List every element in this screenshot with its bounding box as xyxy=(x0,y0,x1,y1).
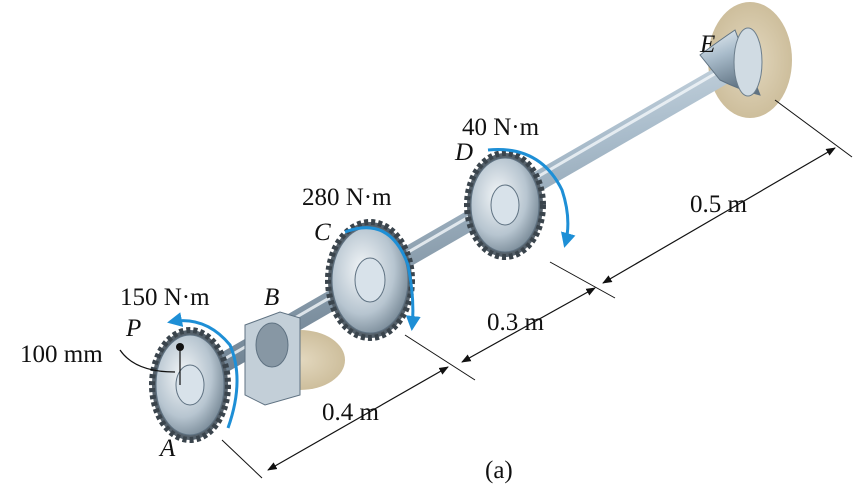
point-label-p: P xyxy=(125,315,141,342)
dim-label-de: 0.5 m xyxy=(690,191,748,218)
point-label-b: B xyxy=(264,284,279,311)
torque-arrow-c xyxy=(344,226,421,331)
figure-caption: (a) xyxy=(485,457,513,484)
dim-line-cd xyxy=(461,287,596,363)
torque-label-d: 40 N·m xyxy=(462,114,540,141)
radius-leader xyxy=(119,349,176,373)
bearing-b-hole xyxy=(255,322,289,368)
ext-line-c xyxy=(404,334,476,381)
ext-line-a xyxy=(221,439,263,479)
dim-label-ab: 0.4 m xyxy=(322,399,380,426)
point-label-a: A xyxy=(158,435,176,462)
ext-line-d xyxy=(549,261,616,299)
torque-label-a: 150 N·m xyxy=(120,284,210,311)
gear-d xyxy=(464,150,546,260)
gear-a xyxy=(149,327,231,443)
dim-line-de xyxy=(602,147,836,284)
torque-label-c: 280 N·m xyxy=(302,184,392,211)
point-p-marker xyxy=(176,343,184,351)
support-e-face xyxy=(733,27,763,97)
torque-arrow-a xyxy=(167,312,239,429)
dim-line-ab xyxy=(267,366,449,471)
torque-arrow-d xyxy=(487,148,576,248)
point-label-c: C xyxy=(314,219,331,246)
dim-label-cd: 0.3 m xyxy=(487,309,545,336)
point-label-e: E xyxy=(699,31,715,58)
gear-c xyxy=(325,219,415,341)
radius-label: 100 mm xyxy=(20,341,103,368)
ext-line-e xyxy=(774,99,853,158)
point-label-d: D xyxy=(454,139,473,166)
